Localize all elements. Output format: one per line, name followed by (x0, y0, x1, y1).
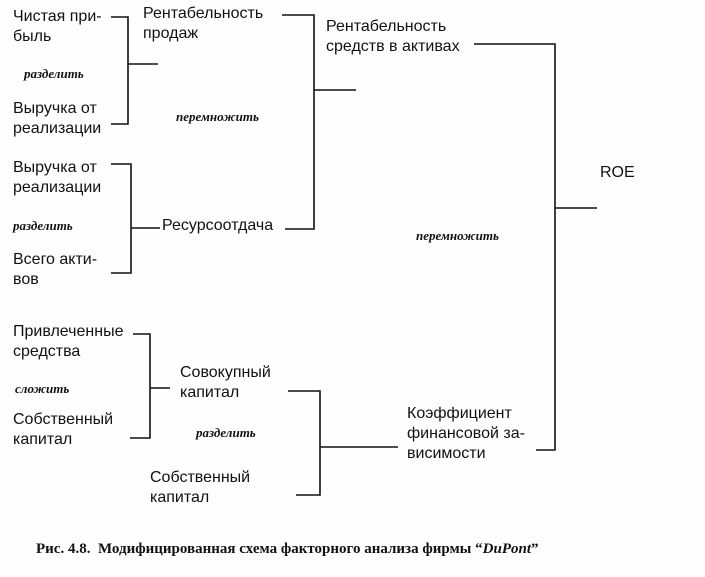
node-leverage: Коэффициент финансовой за- висимости (407, 405, 525, 462)
op-divide-3: разделить (196, 425, 256, 440)
node-total-capital: Совокупный капитал (180, 364, 271, 401)
node-equity-1: Собственный капитал (13, 411, 114, 448)
bracket-roe (474, 43, 597, 451)
op-add: сложить (15, 381, 70, 396)
node-borrowed-funds: Привлеченные средства (13, 323, 124, 360)
bracket-asset-turnover (111, 163, 160, 274)
caption-brand: DuPont (482, 541, 532, 557)
node-total-assets: Всего акти- вов (13, 251, 98, 288)
caption-suffix: ” (531, 541, 539, 557)
figure-caption: Рис. 4.8. Модифицированная схема факторн… (36, 541, 539, 558)
node-asset-turnover: Ресурсоотдача (162, 217, 274, 234)
bracket-return-on-sales (111, 16, 158, 125)
node-net-profit: Чистая при- быль (13, 8, 102, 45)
op-multiply-1: перемножить (176, 109, 259, 124)
node-return-on-sales: Рентабельность продаж (143, 5, 264, 42)
op-divide-1: разделить (24, 66, 84, 81)
bracket-leverage (288, 390, 398, 496)
node-return-on-assets: Рентабельность средств в активах (326, 18, 460, 55)
bracket-return-on-assets (282, 14, 356, 230)
op-divide-2: разделить (13, 218, 73, 233)
node-revenue-1: Выручка от реализации (13, 100, 102, 137)
node-revenue-2: Выручка от реализации (13, 159, 102, 196)
caption-prefix: Рис. 4.8. Модифицированная схема факторн… (36, 541, 483, 557)
node-roe: ROE (600, 164, 635, 181)
bracket-total-capital (130, 333, 170, 439)
node-equity-2: Собственный капитал (150, 469, 251, 506)
op-multiply-2: перемножить (416, 228, 499, 243)
